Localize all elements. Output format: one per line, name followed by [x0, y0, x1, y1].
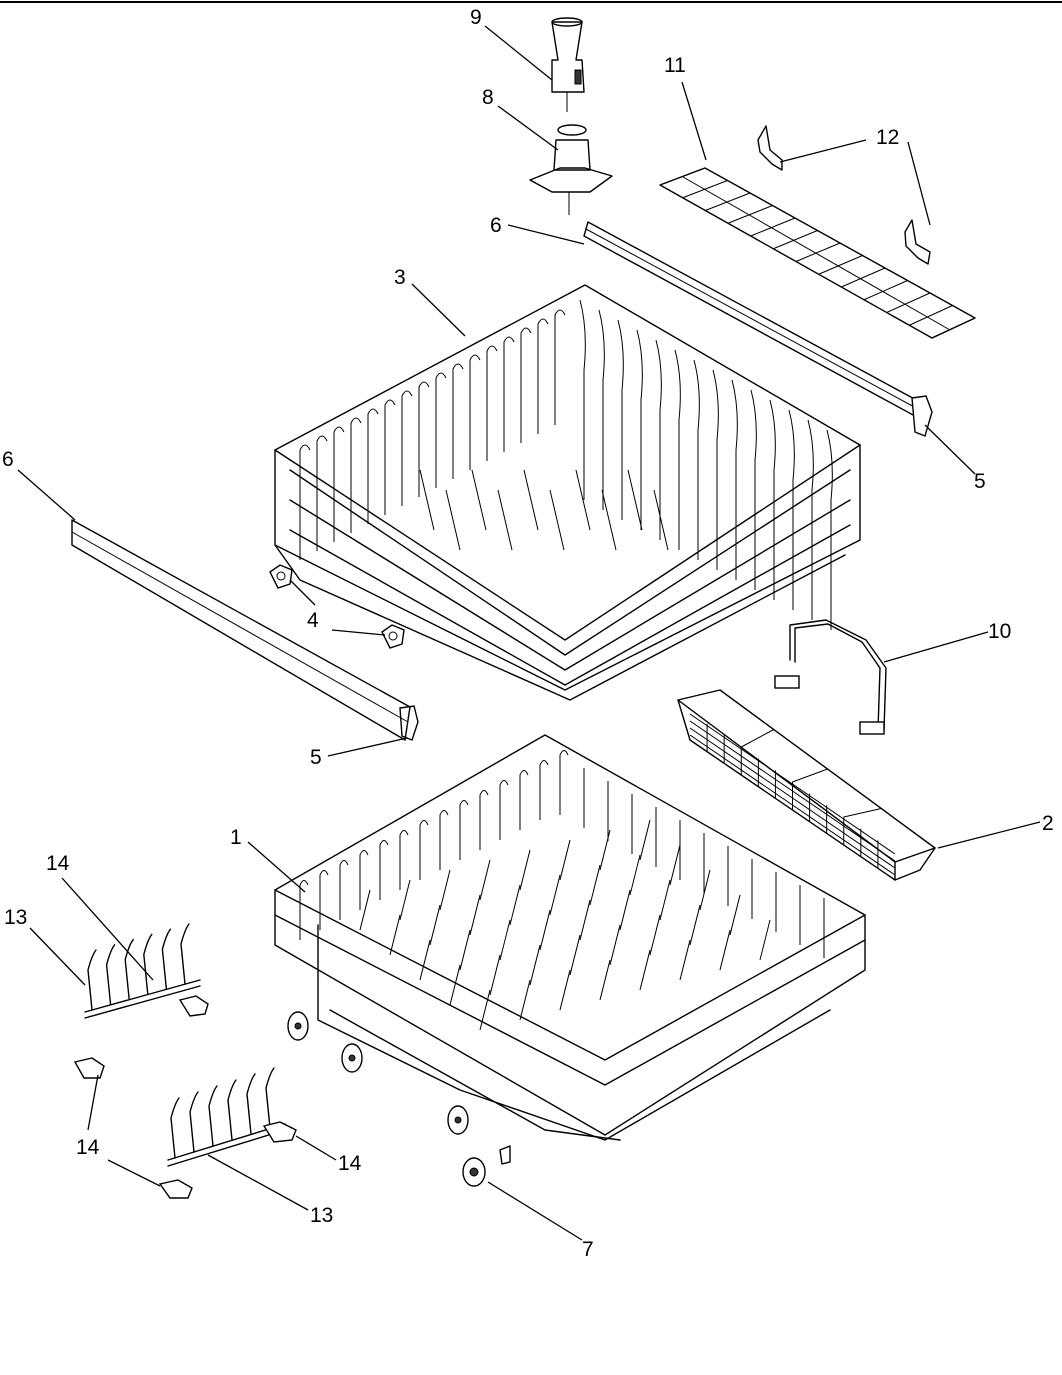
callout-14-c: 14 [338, 1152, 362, 1175]
part-5-rail-end-cap-upper [911, 395, 933, 437]
part-8-spray-mount [529, 124, 613, 215]
part-6-rail-lower [71, 519, 411, 741]
part-13-tine-row-lower [167, 1067, 286, 1167]
callout-5-upper: 5 [974, 470, 986, 493]
part-14-pivot-clip-d [158, 1179, 193, 1199]
part-3-upper-rack [274, 284, 861, 701]
part-10-basket-handle [774, 619, 887, 735]
callout-5-lower: 5 [310, 746, 322, 769]
callout-6-lower: 6 [2, 448, 14, 471]
callout-2: 2 [1042, 812, 1054, 835]
callout-6-upper: 6 [490, 214, 502, 237]
part-5-rail-end-cap-lower [399, 705, 419, 741]
callout-1: 1 [230, 826, 242, 849]
part-13-tine-row-upper [84, 923, 201, 1019]
callout-8: 8 [482, 86, 494, 109]
part-1-lower-rack [274, 734, 866, 1141]
callout-13-b: 13 [310, 1204, 333, 1227]
callout-9: 9 [470, 6, 482, 29]
lower-rack-wheel-b [341, 1043, 363, 1073]
part-4-upper-rack-wheel-b [381, 624, 405, 649]
part-9-spray-tube [551, 17, 585, 112]
part-12-shelf-clip-a [757, 125, 783, 171]
callout-3: 3 [394, 266, 406, 289]
callout-4: 4 [307, 609, 319, 632]
part-4-upper-rack-wheel-a [269, 564, 293, 589]
callout-14-b: 14 [76, 1136, 100, 1159]
lower-rack-wheel-a [287, 1011, 309, 1041]
part-11-cup-shelf [659, 167, 976, 339]
part-2-silverware-basket [677, 689, 936, 881]
part-14-pivot-clip-c [262, 1121, 297, 1143]
callout-11: 11 [664, 54, 686, 77]
callout-labels: 9 8 11 12 6 3 5 6 4 10 5 2 1 14 13 14 14… [2, 6, 1054, 1261]
callout-12: 12 [876, 126, 899, 149]
part-7-wheel [462, 1145, 511, 1187]
callout-10: 10 [988, 620, 1011, 643]
part-14-pivot-clip-a [178, 995, 209, 1017]
part-12-shelf-clip-b [904, 219, 931, 265]
callout-13-a: 13 [4, 906, 27, 929]
leader-lines [17, 25, 1041, 1241]
callout-14-a: 14 [46, 852, 70, 875]
part-6-rail-upper [583, 221, 921, 417]
callout-7: 7 [582, 1238, 594, 1261]
part-14-pivot-clip-b [73, 1057, 105, 1079]
lower-rack-wheel-c [447, 1105, 469, 1135]
